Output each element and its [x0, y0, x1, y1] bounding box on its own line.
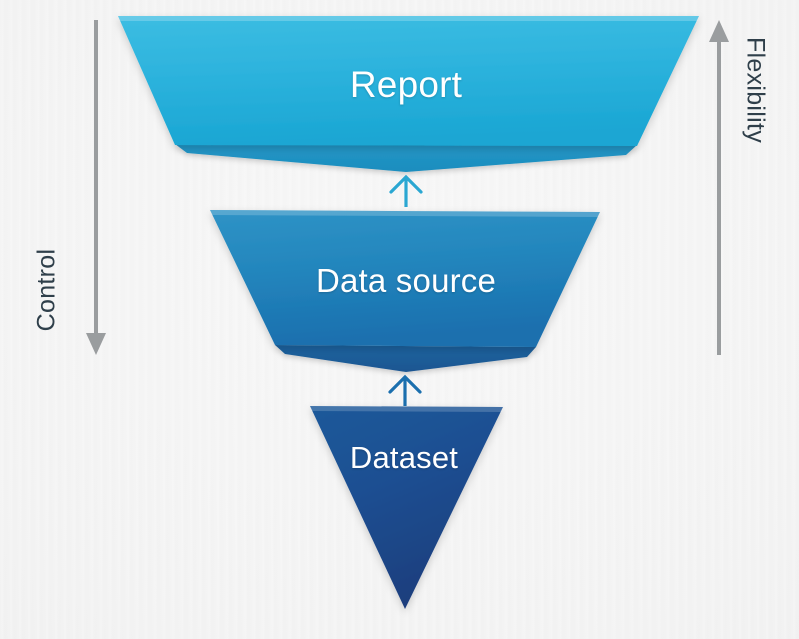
control-axis-arrow — [86, 20, 106, 355]
control-axis-arrowhead — [86, 333, 106, 355]
funnel-stage-data-source[interactable] — [210, 210, 600, 372]
flexibility-axis-arrowhead — [709, 20, 729, 42]
report-shape[interactable] — [118, 16, 699, 146]
connector-dataset-to-data-source — [388, 374, 422, 406]
funnel-stage-dataset[interactable] — [310, 406, 503, 609]
report-highlight — [118, 16, 699, 21]
data-source-highlight — [210, 210, 600, 217]
connector-arrow-head — [389, 174, 423, 194]
dataset-shape[interactable] — [310, 406, 503, 609]
funnel-stage-report[interactable] — [118, 16, 699, 172]
report-shadow-chevron — [175, 144, 637, 172]
dataset-highlight — [310, 406, 503, 412]
data-source-shadow-chevron — [275, 345, 536, 372]
data-source-shape[interactable] — [210, 210, 600, 347]
flexibility-axis-arrow — [709, 20, 729, 355]
connector-data-source-to-report — [389, 174, 423, 207]
connector-arrow-head — [388, 374, 422, 394]
